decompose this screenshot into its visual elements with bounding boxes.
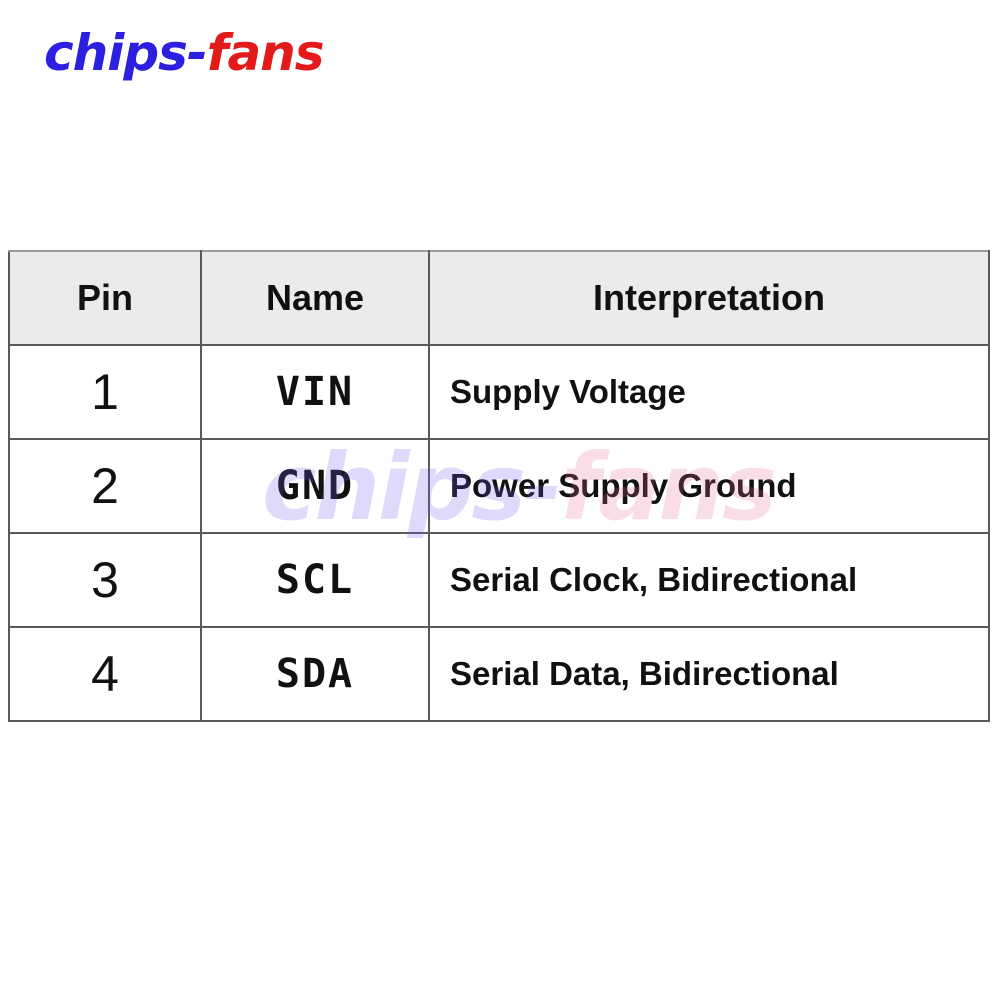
brand-logo: chips-fans: [44, 28, 325, 78]
pin-name: SCL: [200, 532, 430, 628]
pin-number: 1: [8, 344, 202, 440]
header-name: Name: [200, 250, 430, 346]
pin-name: SDA: [200, 626, 430, 722]
pin-interpretation: Supply Voltage: [428, 344, 990, 440]
table-row: 2 GND Power Supply Ground: [8, 438, 990, 534]
pin-interpretation: Power Supply Ground: [428, 438, 990, 534]
header-interpretation: Interpretation: [428, 250, 990, 346]
logo-text-part1: chips-: [44, 24, 208, 82]
pin-name: VIN: [200, 344, 430, 440]
table-row: 3 SCL Serial Clock, Bidirectional: [8, 532, 990, 628]
table-row: 4 SDA Serial Data, Bidirectional: [8, 626, 990, 722]
pin-table: Pin Name Interpretation 1 VIN Supply Vol…: [8, 250, 990, 722]
table-header-row: Pin Name Interpretation: [8, 250, 990, 346]
pin-number: 2: [8, 438, 202, 534]
pin-name: GND: [200, 438, 430, 534]
logo-text-part2: fans: [206, 24, 325, 82]
pin-number: 4: [8, 626, 202, 722]
pin-number: 3: [8, 532, 202, 628]
table-row: 1 VIN Supply Voltage: [8, 344, 990, 440]
header-pin: Pin: [8, 250, 202, 346]
pin-interpretation: Serial Data, Bidirectional: [428, 626, 990, 722]
pin-interpretation: Serial Clock, Bidirectional: [428, 532, 990, 628]
